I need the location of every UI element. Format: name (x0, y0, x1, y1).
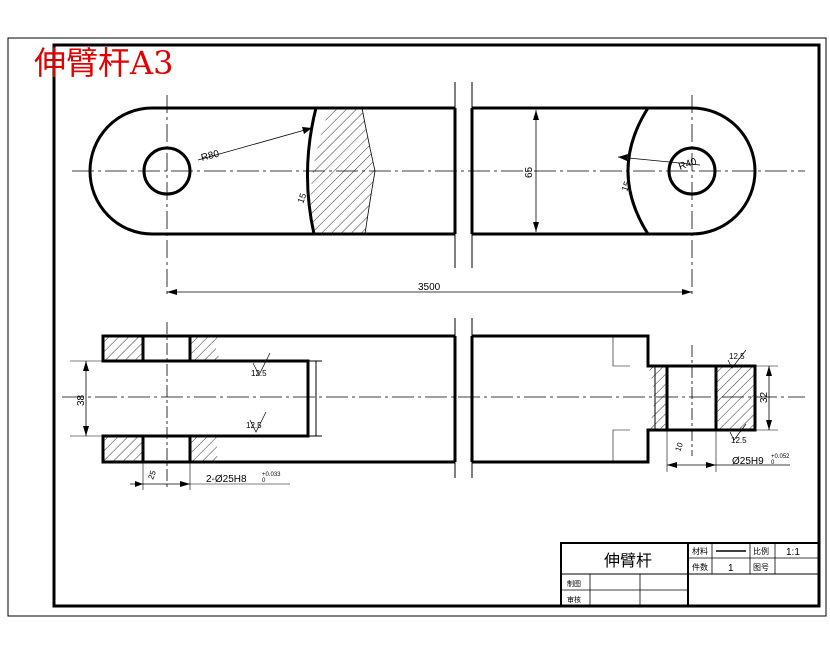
height-label: 65 (524, 166, 535, 178)
outer-frame (7, 37, 827, 617)
pin-spacing-label: 25 (146, 469, 158, 481)
section-view: 38 32 12.5 12.5 12.5 12.5 25 2-Ø25H8 +0.… (62, 318, 805, 490)
left-height-label: 38 (76, 394, 87, 406)
radius-right-label: R40 (677, 156, 698, 173)
drawing-no-label: 图号 (753, 563, 769, 572)
overall-length-dim: 3500 (167, 282, 692, 295)
part-name: 伸臂杆 (604, 552, 652, 570)
svg-text:+0.033: +0.033 (262, 472, 281, 478)
svg-text:0: 0 (262, 478, 266, 484)
scale-value: 1:1 (786, 547, 800, 558)
inner-border (52, 43, 821, 608)
svg-text:3500: 3500 (418, 282, 441, 293)
front-view: R80 R40 15 15 65 (72, 82, 805, 296)
checker-label: 审核 (567, 595, 581, 604)
radius-left-label: R80 (200, 148, 221, 163)
drafter-label: 制图 (567, 579, 581, 588)
material-label: 材料 (692, 546, 708, 556)
svg-text:+0.052: +0.052 (771, 454, 790, 460)
roughness-4: 12.5 (731, 436, 747, 445)
title-block: 伸臂杆 材料 比例 1:1 件数 1 图号 制图 审核 (560, 542, 820, 607)
svg-text:0: 0 (771, 460, 775, 466)
roughness-3: 12.5 (729, 352, 745, 361)
hole-left-label: 2-Ø25H8 (206, 474, 247, 485)
sheet-red-title: 伸臂杆A3 (34, 44, 173, 82)
front-hatch-left (310, 108, 375, 234)
hole-right-label: Ø25H9 (732, 456, 764, 467)
right-gap-label: 10 (673, 441, 685, 453)
scale-label: 比例 (753, 546, 769, 556)
roughness-2: 12.5 (246, 421, 262, 430)
right-height-label: 32 (759, 391, 770, 403)
count-label: 件数 (692, 562, 708, 572)
edge-left-label: 15 (295, 192, 308, 205)
edge-right-label: 15 (619, 180, 632, 193)
count-value: 1 (728, 563, 734, 574)
roughness-1: 12.5 (251, 369, 267, 378)
